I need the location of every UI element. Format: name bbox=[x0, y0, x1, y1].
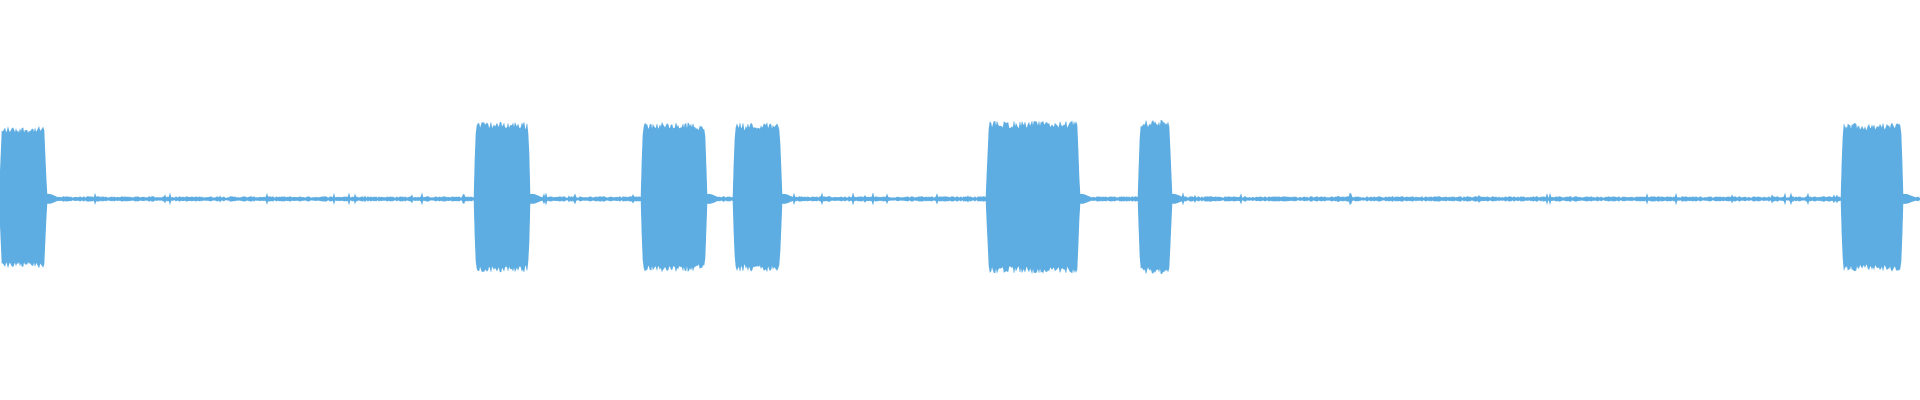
waveform-path bbox=[0, 119, 1920, 275]
waveform-bars bbox=[0, 119, 1920, 275]
